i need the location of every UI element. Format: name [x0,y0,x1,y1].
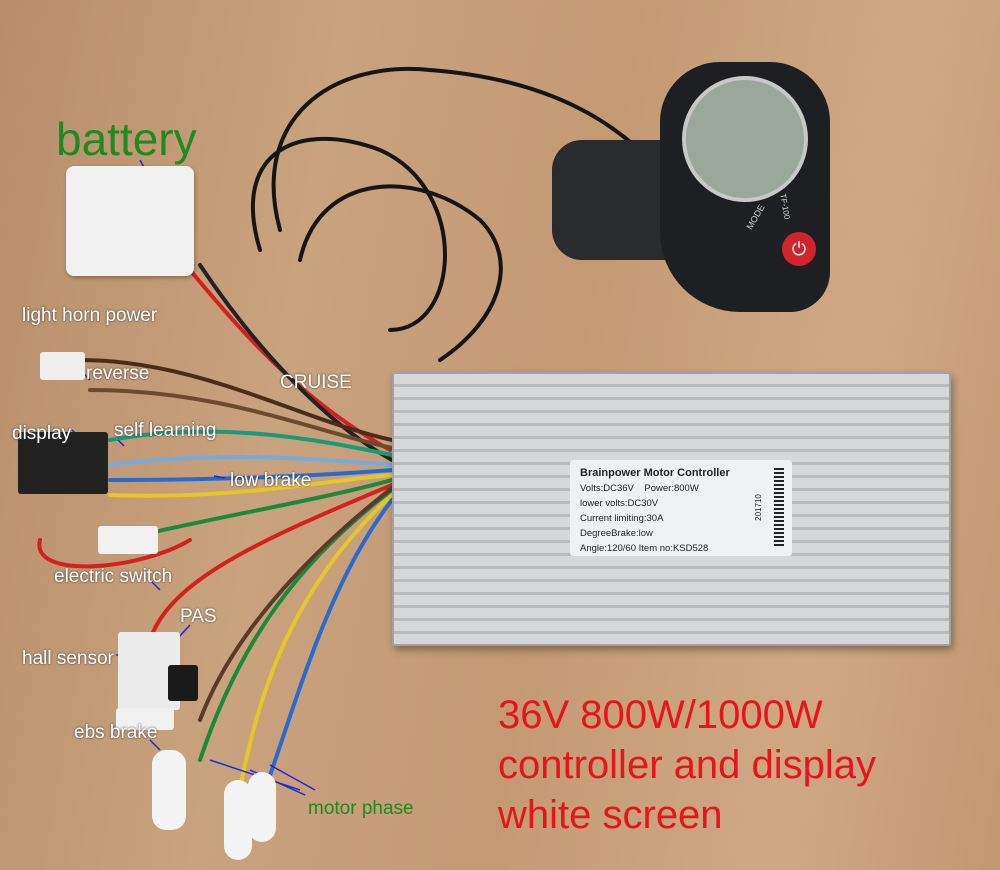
sticker-line: lower volts:DC30V [580,498,659,509]
serial-number: 201710 [754,494,764,521]
label-light-horn-power: light horn power [22,305,158,326]
pas-connector [168,665,198,701]
sticker-line: Volts:DC36V Power:800W [580,483,699,494]
label-hall-sensor: hall sensor [22,648,114,669]
sticker-line: DegreeBrake:low [580,528,653,539]
display-cable [271,66,652,232]
mode-button: MODE [744,202,767,232]
headline-line: controller and display [498,743,876,787]
label-display: display [12,423,72,444]
headline: 36V 800W/1000W controller and display wh… [498,690,876,840]
battery-connector [66,166,194,276]
lcd-screen [682,76,808,202]
barcode [774,468,784,546]
label-electric-switch: electric switch [54,566,173,587]
motor-phase-plug [152,750,186,830]
label-ebs-brake: ebs brake [74,722,158,743]
sticker-line: Angle:120/60 Item no:KSD528 [580,543,709,554]
reverse-connector [40,352,85,380]
label-self-learning: self learning [114,420,217,441]
display-model: TF-100 [778,193,792,220]
label-battery: battery [56,113,197,165]
ebs-brake-connector [116,708,174,730]
display-connector [18,432,108,494]
lcd-display-unit: TF-100 MODE ⏻ [660,62,830,312]
label-motor-phase: motor phase [308,798,414,819]
label-cruise: CRUISE [280,372,352,393]
controller-sticker: Brainpower Motor Controller Volts:DC36V … [570,460,792,556]
electric-switch-connector [98,526,158,554]
label-pas: PAS [180,606,217,627]
motor-controller: Brainpower Motor Controller Volts:DC36V … [392,372,951,646]
motor-phase-plug [248,772,276,842]
headline-line: white screen [498,793,723,837]
label-low-brake: low brake [230,470,312,491]
headline-line: 36V 800W/1000W [498,693,823,737]
power-icon: ⏻ [782,232,816,266]
sticker-line: Current limiting:30A [580,513,664,524]
sticker-title: Brainpower Motor Controller [580,467,730,479]
motor-phase-plug [224,780,252,860]
label-reverse: reverse [86,363,150,384]
